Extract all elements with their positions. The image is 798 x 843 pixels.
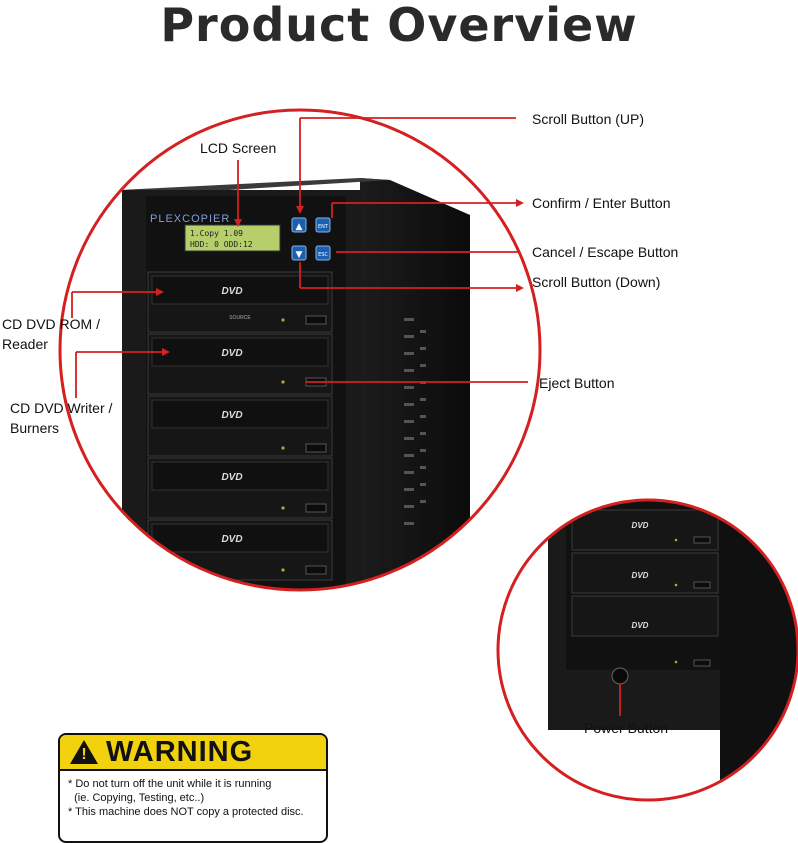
- source-label: SOURCE: [229, 315, 251, 321]
- dvd-logo: DVD: [221, 410, 242, 421]
- scroll-down-button: [291, 245, 307, 261]
- drive-bay-3: DVD: [147, 395, 333, 457]
- dvd-logo: DVD: [632, 621, 649, 630]
- escape-button: [315, 245, 331, 261]
- tower-side-panel: [360, 178, 470, 590]
- dvd-logo: DVD: [221, 472, 242, 483]
- enter-button: [315, 217, 331, 233]
- zoom-circle-main: [58, 108, 542, 592]
- escape-button-label: ESC: [318, 252, 328, 258]
- tower-zoom: PLEXCOPIER 1.Copy 1.09 HDD: 0 ODD:12 ▲ E…: [60, 110, 540, 590]
- drive-bay-1: DVD SOURCE: [147, 271, 333, 333]
- drive-bay-4: DVD: [147, 457, 333, 519]
- lcd-line-1: 1.Copy 1.09: [190, 229, 243, 238]
- dvd-logo: DVD: [221, 534, 242, 545]
- warning-line-1: * Do not turn off the unit while it is r…: [68, 778, 272, 790]
- confirm-enter-callout: Confirm / Enter Button: [532, 195, 671, 211]
- dvd-logo: DVD: [632, 521, 649, 530]
- cd-dvd-writer-callout: CD DVD Writer / Burners: [10, 400, 113, 436]
- cd-dvd-rom-callout: CD DVD ROM / Reader: [2, 316, 100, 352]
- brand-logo: PLEXCOPIER: [150, 213, 230, 225]
- drive-bay-2: DVD: [147, 333, 333, 395]
- up-arrow-icon: ▲: [296, 222, 303, 232]
- enter-button-label: ENT: [318, 224, 329, 230]
- dvd-logo: DVD: [632, 571, 649, 580]
- callout-lines: [71, 117, 621, 716]
- eject-button-callout: Eject Button: [539, 375, 615, 391]
- warning-heading: WARNING: [106, 735, 254, 768]
- scroll-down-callout: Scroll Button (Down): [532, 274, 661, 290]
- lcd-screen: [184, 224, 281, 252]
- power-button: [611, 667, 629, 685]
- warning-triangle-icon: !: [70, 740, 98, 764]
- dvd-logo: DVD: [221, 286, 242, 297]
- page-title: Product Overview: [160, 0, 638, 52]
- warning-line-3: * This machine does NOT copy a protected…: [68, 806, 304, 818]
- scroll-up-callout: Scroll Button (UP): [532, 111, 645, 127]
- warning-sign: ! WARNING * Do not turn off the unit whi…: [58, 733, 328, 843]
- power-button-callout: Power Button: [584, 720, 669, 736]
- lcd-screen-callout: LCD Screen: [200, 140, 277, 156]
- cancel-escape-callout: Cancel / Escape Button: [532, 244, 679, 260]
- lcd-line-2: HDD: 0 ODD:12: [190, 240, 253, 249]
- drive-bay-5: DVD: [147, 519, 333, 581]
- zoom-circle-power: [496, 498, 798, 802]
- down-arrow-icon: ▼: [296, 250, 303, 260]
- warning-header: ! WARNING: [60, 735, 326, 771]
- power-zoom: DVD DVD DVD: [498, 500, 798, 800]
- dvd-logo: DVD: [221, 348, 242, 359]
- warning-line-2: (ie. Copying, Testing, etc..): [68, 792, 205, 804]
- scroll-up-button: [291, 217, 307, 233]
